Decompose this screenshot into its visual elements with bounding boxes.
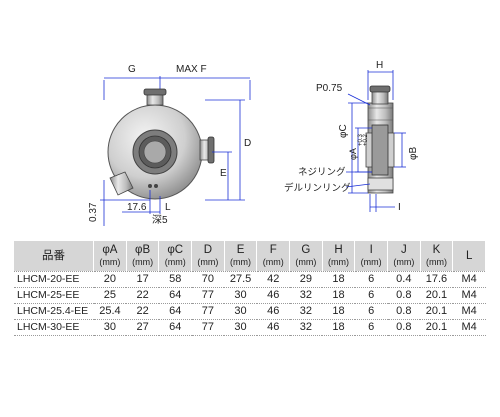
label-phi-a: φA [348,148,358,160]
header-k: K(mm) [420,241,454,272]
header-i: I(mm) [354,241,388,272]
header-h: H(mm) [322,241,356,272]
header-phi-c: φC(mm) [158,241,193,272]
front-view [100,76,251,226]
header-d: D(mm) [191,241,225,272]
header-f: F(mm) [256,241,291,272]
label-screw-ring: ネジリング [298,166,346,178]
header-l: L [452,241,486,272]
table-row: LHCM-20-EE 20 17 58 70 27.5 42 29 18 6 0… [14,271,486,288]
table-row: LHCM-30-EE 30 27 64 77 30 46 32 18 6 0.8… [14,319,486,336]
label-phi-a-tol-upper: +0.3 [358,133,364,146]
header-model: 品番 [14,241,95,272]
label-e: E [220,168,227,179]
label-g: G [128,64,136,75]
header-phi-b: φB(mm) [126,241,160,272]
header-j: J(mm) [387,241,421,272]
label-l: L [165,202,171,213]
table-row: LHCM-25.4-EE 25.4 22 64 77 30 46 32 18 6… [14,303,486,320]
header-g: G(mm) [289,241,323,272]
header-e: E(mm) [224,241,258,272]
label-p075: P0.75 [316,83,343,94]
label-phi-a-tol-lower: +0.2 [363,133,369,146]
label-phi-b: φB [408,147,419,160]
header-phi-a: φA(mm) [93,241,127,272]
spec-header-row: 品番 φA(mm) φB(mm) φC(mm) D(mm) E(mm) F(mm… [14,241,486,272]
label-max-f: MAX F [176,64,207,75]
side-view [345,70,406,212]
label-i: I [398,202,401,213]
label-delrin-ring: デルリンリング [284,182,351,194]
label-h: H [376,60,383,71]
table-row: LHCM-25-EE 25 22 64 77 30 46 32 18 6 0.8… [14,287,486,304]
label-phi-c: φC [338,124,349,138]
technical-drawing: G MAX F D E 0.37 17.6 L 深5 [88,60,419,226]
label-depth5: 深5 [152,214,168,226]
spec-table: 品番 φA(mm) φB(mm) φC(mm) D(mm) E(mm) F(mm… [14,241,486,336]
label-176: 17.6 [127,202,147,213]
label-037: 0.37 [88,202,99,222]
mount-tab [109,171,134,196]
label-d: D [244,138,251,149]
